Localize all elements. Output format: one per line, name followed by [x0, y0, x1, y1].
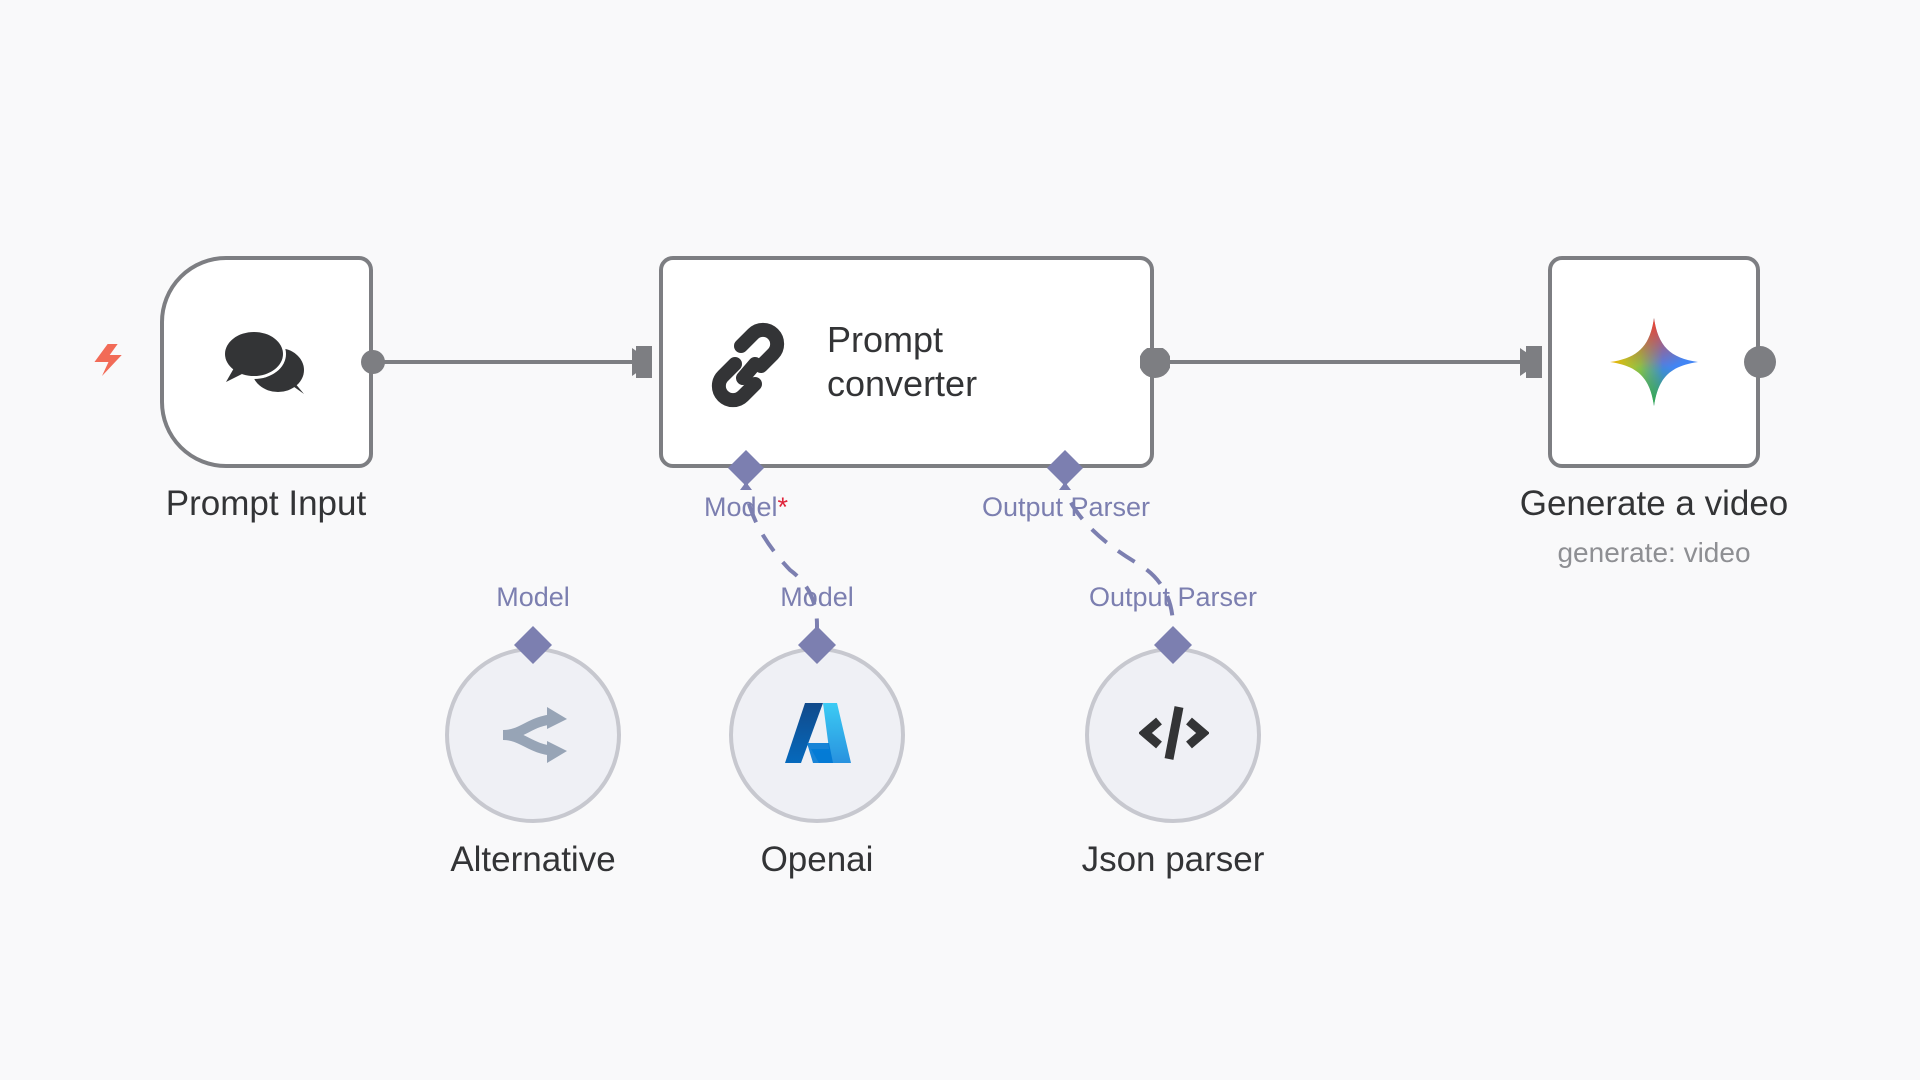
node-generate-video[interactable] — [1548, 256, 1760, 468]
node-subtitle: generate: video — [1557, 537, 1751, 568]
node-openai[interactable] — [729, 647, 905, 823]
edge-openai-to-model[interactable] — [744, 470, 819, 640]
edge-parser-to-output-parser[interactable] — [1063, 470, 1175, 640]
node-title: Prompt Input — [165, 484, 367, 523]
port-label-model: Model — [780, 582, 854, 612]
split-arrows-icon — [502, 707, 567, 763]
code-brackets-icon — [1139, 706, 1209, 760]
output-port[interactable] — [1140, 348, 1170, 378]
node-alternative[interactable] — [445, 647, 621, 823]
node-title: Json parser — [1081, 840, 1265, 879]
input-port[interactable] — [632, 346, 654, 378]
lightning-bolt-icon — [94, 344, 122, 376]
node-title-line2: converter — [827, 363, 978, 404]
model-port-diamond[interactable] — [726, 448, 766, 492]
model-port-diamond[interactable] — [513, 625, 553, 665]
input-port[interactable] — [1520, 346, 1542, 378]
node-prompt-converter[interactable]: Prompt converter — [659, 256, 1154, 468]
node-title: Generate a video — [1519, 484, 1789, 523]
output-parser-port-diamond[interactable] — [1153, 625, 1193, 665]
port-label-output-parser: Output Parser — [981, 492, 1151, 522]
output-parser-port-diamond[interactable] — [1045, 448, 1085, 492]
port-label-output-parser: Output Parser — [1088, 582, 1258, 612]
output-port[interactable] — [1744, 346, 1778, 380]
port-label-model: Model* — [704, 492, 788, 523]
port-label-model: Model — [496, 582, 570, 612]
required-mark: * — [777, 492, 789, 522]
gemini-sparkle-icon — [1610, 318, 1698, 406]
node-title: Alternative — [450, 840, 616, 879]
link-chain-icon — [711, 322, 785, 408]
node-json-parser[interactable] — [1085, 647, 1261, 823]
chat-bubbles-icon — [222, 329, 304, 394]
node-title: Openai — [760, 840, 874, 879]
output-port[interactable] — [360, 350, 386, 376]
azure-logo-icon — [785, 703, 851, 763]
port-label-text: Model — [703, 492, 778, 522]
model-port-diamond[interactable] — [797, 625, 837, 665]
node-prompt-input[interactable] — [160, 256, 373, 468]
node-title-line1: Prompt — [827, 319, 944, 360]
